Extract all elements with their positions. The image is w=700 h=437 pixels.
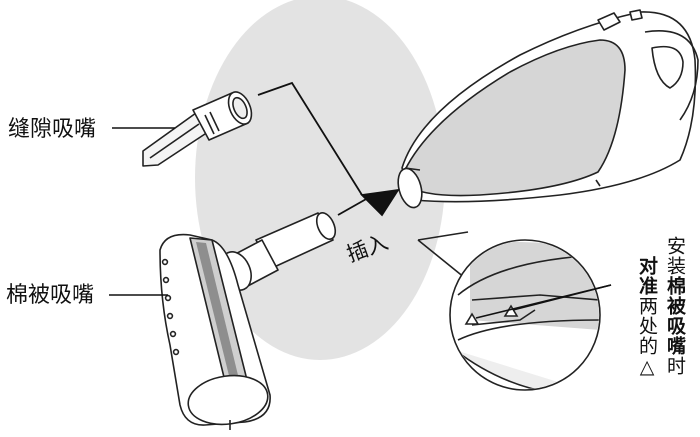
- note-line1-prefix: 安装: [664, 236, 686, 276]
- detail-callout: [417, 231, 601, 391]
- note-line2-rest: 两处的△: [636, 296, 658, 379]
- note-column-right: 安装棉被吸嘴时: [664, 236, 686, 376]
- alignment-pointers: [475, 284, 612, 319]
- note-line1-bold: 棉被吸嘴: [664, 276, 686, 356]
- crevice-nozzle-label: 缝隙吸嘴: [8, 117, 96, 142]
- insert-arrow: [257, 81, 400, 217]
- note-column-left: 对准两处的△: [636, 256, 658, 379]
- note-line1-suffix: 时: [664, 356, 686, 376]
- bedding-nozzle-illustration: [159, 212, 337, 430]
- vacuum-body-illustration: [397, 9, 699, 209]
- note-line2-bold: 对准: [636, 256, 658, 296]
- bedding-nozzle-label: 棉被吸嘴: [6, 283, 94, 308]
- crevice-nozzle-illustration: [142, 91, 253, 167]
